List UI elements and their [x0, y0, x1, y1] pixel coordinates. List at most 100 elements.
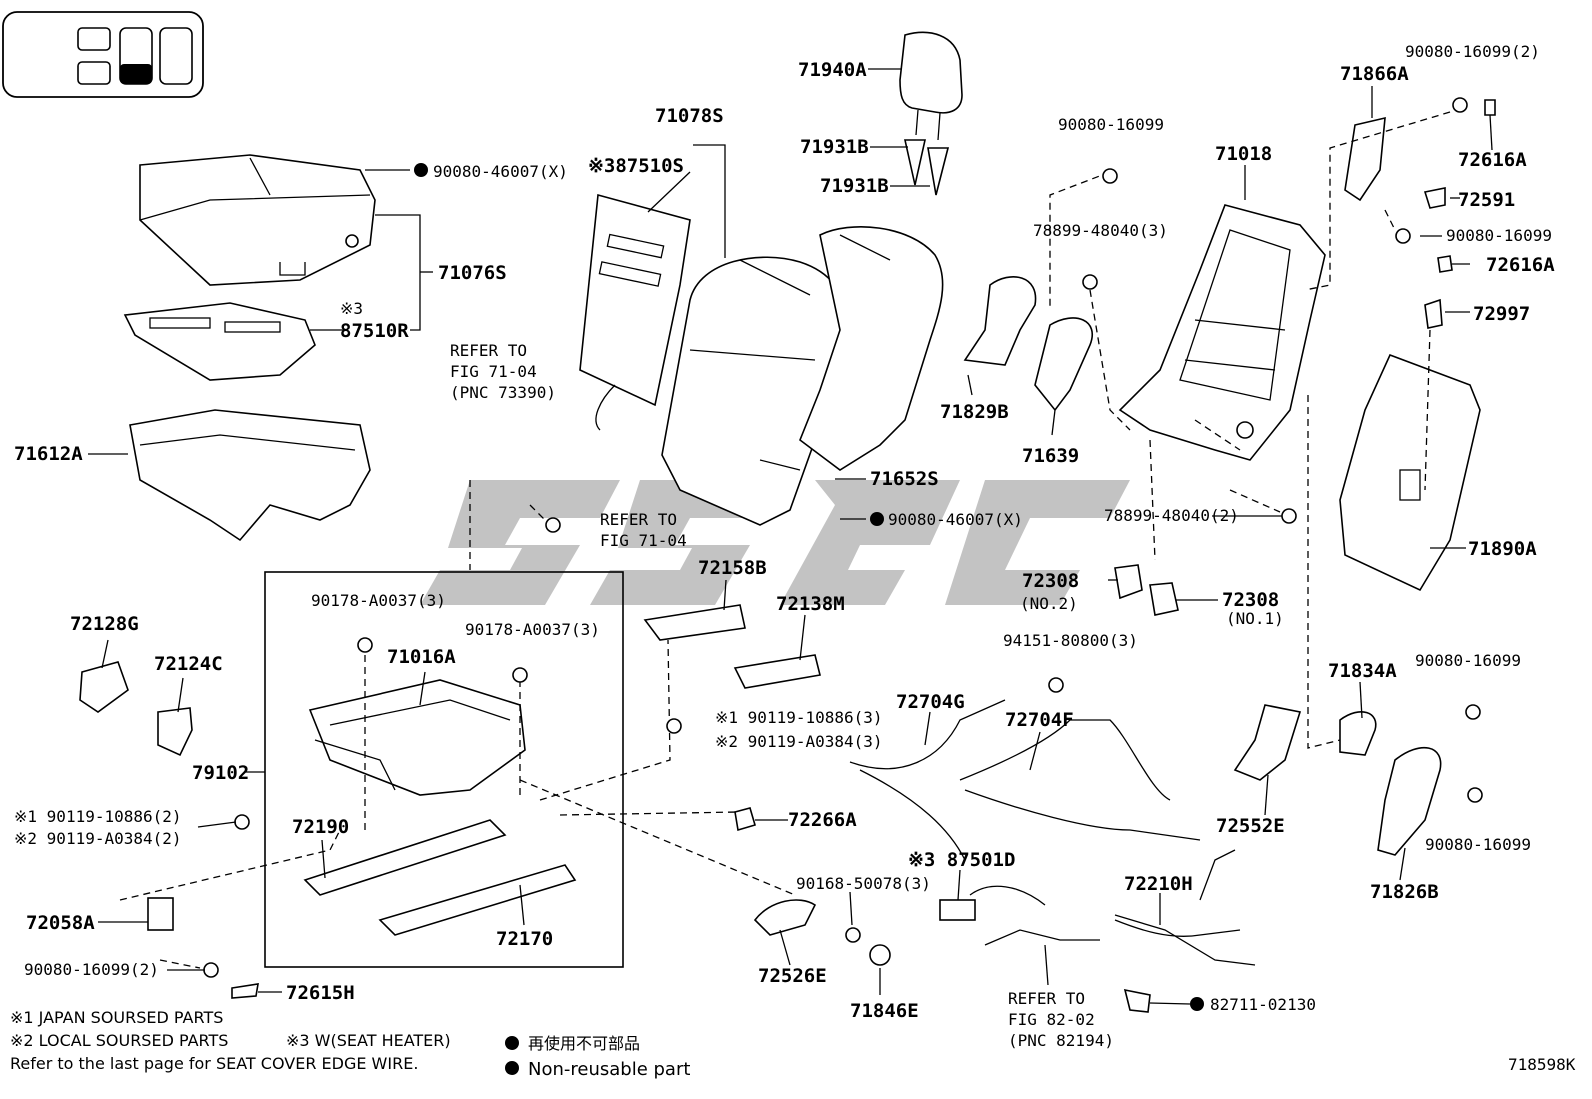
label-79102: 79102	[192, 762, 249, 784]
label-72190: 72190	[292, 816, 349, 838]
cables	[849, 699, 1256, 966]
label-90178-b: 90178-A0037(3)	[465, 620, 600, 639]
track-covers-center	[643, 604, 891, 966]
label-72058A: 72058A	[26, 912, 95, 934]
hinge-cover-71866A	[1344, 116, 1386, 202]
label-72552E: 72552E	[1216, 815, 1285, 837]
diagram-code: 718598K	[1508, 1055, 1576, 1074]
label-87510R-note: ※3	[340, 299, 363, 318]
bracket-72552E	[1233, 704, 1302, 781]
label-72170: 72170	[496, 928, 553, 950]
label-90178-a: 90178-A0037(3)	[311, 591, 446, 610]
label-71826B: 71826B	[1370, 881, 1439, 903]
label-72158B: 72158B	[698, 557, 767, 579]
dashed-leaders	[119, 111, 1451, 969]
label-87510S: ※387510S	[588, 155, 684, 177]
label-90119-10886-3: ※1 90119-10886(3)	[715, 708, 883, 727]
legend: ※1 JAPAN SOURSED PARTS ※2 LOCAL SOURSED …	[10, 1008, 1576, 1080]
refer-fig-71-04-a-line3: (PNC 73390)	[450, 383, 556, 402]
label-72308-no2-note: (NO.2)	[1020, 594, 1078, 613]
shield-71639	[1034, 317, 1093, 412]
label-71940A: 71940A	[798, 59, 867, 81]
label-71829B: 71829B	[940, 401, 1009, 423]
label-90119-10886-2: ※1 90119-10886(2)	[14, 807, 182, 826]
legend-non-reusable-jp: 再使用不可部品	[528, 1034, 640, 1053]
label-71018: 71018	[1215, 143, 1272, 165]
label-72266A: 72266A	[788, 809, 857, 831]
lock-parts-72308	[1114, 564, 1179, 616]
seat-cushion-pad	[129, 409, 371, 542]
label-94151: 94151-80800(3)	[1003, 631, 1138, 650]
refer-fig-71-04-b-line1: REFER TO	[600, 510, 677, 529]
label-72616A-1: 72616A	[1458, 149, 1527, 171]
seat-track-72170	[378, 864, 577, 936]
leader-lines	[88, 68, 1493, 1005]
label-78899-48040-3: 78899-48040(3)	[1033, 221, 1168, 240]
label-71652S: 71652S	[870, 468, 939, 490]
side-cover-71826B	[1377, 746, 1442, 856]
watermark-logo: ssoc	[420, 480, 1130, 605]
label-87510R: 87510R	[340, 320, 409, 342]
label-71846E: 71846E	[850, 1000, 919, 1022]
label-90080-16099-2b: 90080-16099(2)	[24, 960, 159, 979]
label-71016A: 71016A	[387, 646, 456, 668]
label-90080-16099-m1: 90080-16099	[1415, 651, 1521, 670]
label-82711: 82711-02130	[1210, 995, 1316, 1014]
label-71931B-1: 71931B	[800, 136, 869, 158]
svg-text:ssoc: ssoc	[759, 544, 762, 546]
refer-fig-71-04-a-line2: FIG 71-04	[450, 362, 537, 381]
label-71834A: 71834A	[1328, 660, 1397, 682]
label-90080-16099-top: 90080-16099	[1058, 115, 1164, 134]
label-90168: 90168-50078(3)	[796, 874, 931, 893]
legend-seat-heater: ※3 W(SEAT HEATER)	[286, 1031, 451, 1050]
label-90080-46007-b: 90080-46007(X)	[888, 510, 1023, 529]
label-78899-48040-2: 78899-48040(2)	[1104, 506, 1239, 525]
small-parts-right	[1423, 99, 1496, 329]
label-71890A: 71890A	[1468, 538, 1537, 560]
seat-adjuster-box	[264, 571, 624, 968]
label-71076S: 71076S	[438, 262, 507, 284]
headrest	[899, 31, 963, 141]
seatback-heater-pad-s	[579, 193, 691, 431]
small-covers-left	[79, 661, 259, 999]
label-72308-no1-note: (NO.1)	[1226, 609, 1284, 628]
label-90080-16099-m2: 90080-16099	[1425, 835, 1531, 854]
label-71866A: 71866A	[1340, 63, 1409, 85]
refer-fig-82-02-line2: FIG 82-02	[1008, 1010, 1095, 1029]
label-72308-no2: 72308	[1022, 570, 1079, 592]
label-90080-46007-a: 90080-46007(X)	[433, 162, 568, 181]
label-87501D: ※3 87501D	[908, 849, 1015, 871]
refer-fig-82-02-line1: REFER TO	[1008, 989, 1085, 1008]
cushion-frame-71016A	[308, 679, 526, 796]
refer-fig-71-04-a-line1: REFER TO	[450, 341, 527, 360]
headrest-guides	[904, 139, 950, 196]
label-72128G: 72128G	[70, 613, 139, 635]
label-90119-A0384-3: ※2 90119-A0384(3)	[715, 732, 883, 751]
legend-edge-wire: Refer to the last page for SEAT COVER ED…	[10, 1054, 418, 1073]
label-72704F: 72704F	[1005, 709, 1074, 731]
label-72308-no1: 72308	[1222, 589, 1279, 611]
seat-heater-switch-87501D	[939, 899, 976, 921]
label-72591: 72591	[1458, 189, 1515, 211]
label-72124C: 72124C	[154, 653, 223, 675]
legend-non-reusable-en: Non-reusable part	[528, 1059, 690, 1080]
side-cover-71829B	[963, 276, 1037, 366]
label-71639: 71639	[1022, 445, 1079, 467]
label-72138M: 72138M	[776, 593, 845, 615]
label-71931B-2: 71931B	[820, 175, 889, 197]
label-72210H: 72210H	[1124, 873, 1193, 895]
part-labels: 71940A 71931B 71931B 71078S ※387510S 900…	[14, 42, 1555, 1050]
label-72615H: 72615H	[286, 982, 355, 1004]
label-72704G: 72704G	[896, 691, 965, 713]
seat-cushion-cover	[139, 154, 376, 286]
label-72997: 72997	[1473, 303, 1530, 325]
legend-local-sourced: ※2 LOCAL SOURSED PARTS	[10, 1031, 228, 1050]
recliner-cover-71834A	[1339, 711, 1377, 756]
seatback-board-71890A	[1339, 353, 1481, 592]
seat-position-indicator	[2, 11, 204, 98]
refer-fig-82-02-line3: (PNC 82194)	[1008, 1031, 1114, 1050]
seat-track-72190	[303, 819, 507, 896]
label-71078S: 71078S	[655, 105, 724, 127]
refer-fig-71-04-b-line2: FIG 71-04	[600, 531, 687, 550]
